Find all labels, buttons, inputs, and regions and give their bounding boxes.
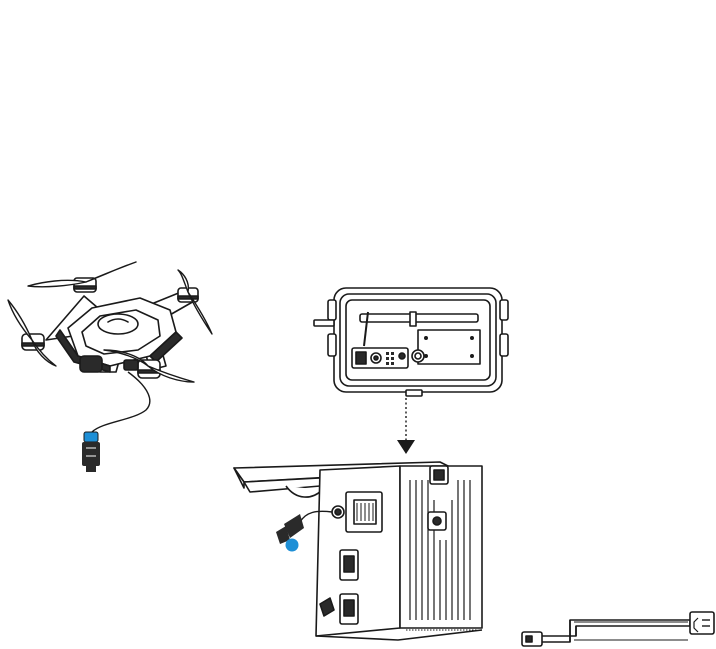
dotted-down-arrow-icon xyxy=(397,398,415,454)
waterproof-connector-icon xyxy=(276,514,304,552)
open-lid-panel-icon xyxy=(314,288,508,396)
ac-power-cable-icon xyxy=(522,612,714,646)
quadcopter-drone-icon xyxy=(8,262,212,382)
drone-tether-cable xyxy=(92,372,150,432)
waterproof-connector-icon xyxy=(82,432,100,472)
ground-station-icon xyxy=(234,462,482,640)
